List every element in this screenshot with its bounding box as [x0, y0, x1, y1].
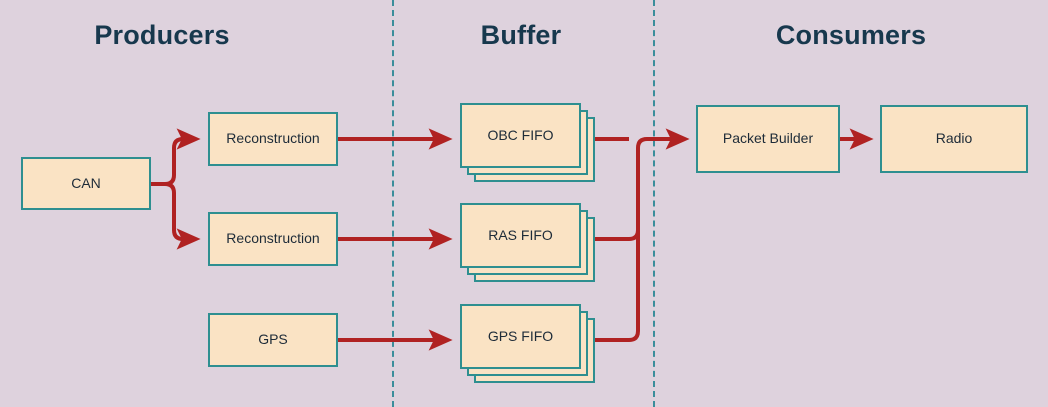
node-packet-builder[interactable]: Packet Builder	[696, 105, 840, 173]
node-gps-fifo-label: GPS FIFO	[487, 327, 554, 344]
node-packet-builder-label: Packet Builder	[722, 130, 814, 147]
lane-title-consumers: Consumers	[775, 20, 927, 50]
node-can-label: CAN	[71, 174, 101, 191]
node-radio-label: Radio	[935, 130, 973, 147]
node-gps-fifo[interactable]: GPS FIFO	[460, 304, 581, 369]
node-reconstruction-2-label: Reconstruction	[226, 230, 320, 247]
divider-producers-buffer	[392, 0, 394, 407]
lane-title-producers: Producers	[94, 20, 230, 50]
node-reconstruction-1[interactable]: Reconstruction	[208, 112, 338, 166]
node-gps[interactable]: GPS	[208, 313, 338, 367]
node-obc-fifo-label: OBC FIFO	[487, 126, 554, 143]
divider-buffer-consumers	[653, 0, 655, 407]
node-gps-label: GPS	[258, 331, 288, 348]
edge-can-to-reconstruction-1	[151, 128, 201, 186]
node-ras-fifo-label: RAS FIFO	[488, 226, 553, 243]
node-ras-fifo[interactable]: RAS FIFO	[460, 203, 581, 268]
node-reconstruction-1-label: Reconstruction	[226, 130, 320, 147]
node-can[interactable]: CAN	[21, 157, 151, 210]
node-reconstruction-2[interactable]: Reconstruction	[208, 212, 338, 266]
node-radio[interactable]: Radio	[880, 105, 1028, 173]
edge-can-to-reconstruction-2	[151, 182, 201, 250]
node-obc-fifo[interactable]: OBC FIFO	[460, 103, 581, 168]
lane-title-buffer: Buffer	[480, 20, 562, 50]
edge-obc-fifo-to-packet-builder	[581, 139, 684, 150]
